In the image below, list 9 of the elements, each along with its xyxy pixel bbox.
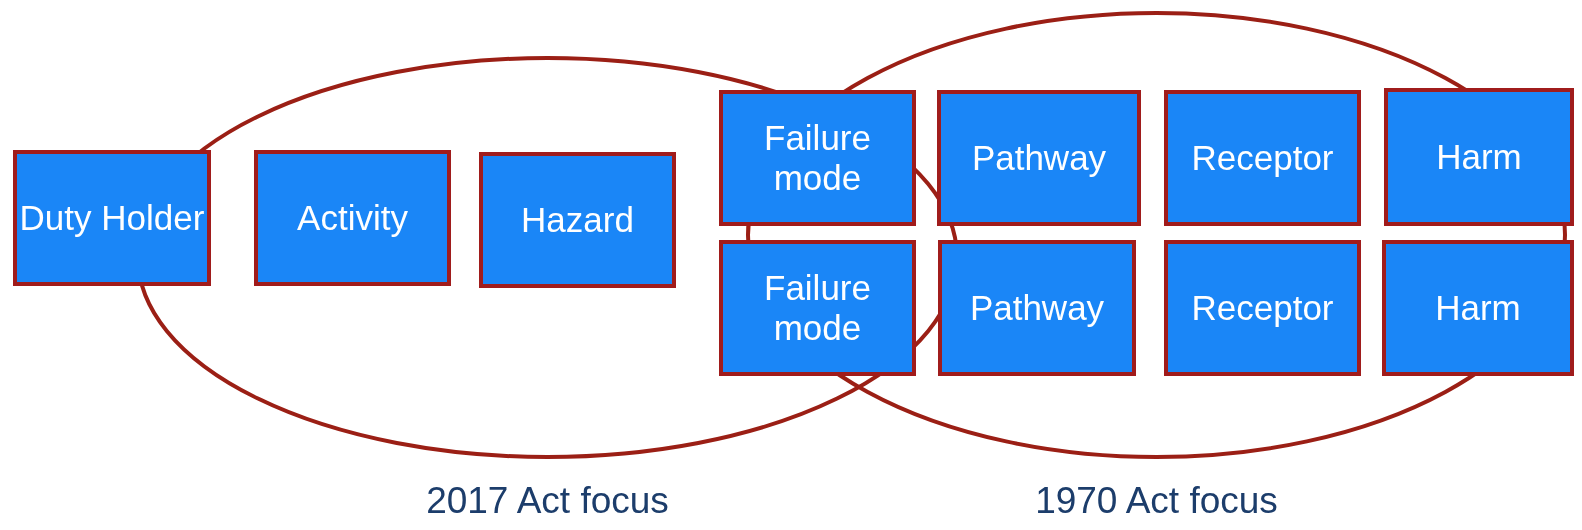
process-box: Activity xyxy=(254,150,451,286)
process-box: Duty Holder xyxy=(13,150,211,286)
process-box: Pathway xyxy=(937,90,1141,226)
process-box: Receptor xyxy=(1164,90,1361,226)
process-box: Pathway xyxy=(938,240,1136,376)
process-box: Hazard xyxy=(479,152,676,288)
group-label: 2017 Act focus xyxy=(425,480,670,522)
process-box: Receptor xyxy=(1164,240,1361,376)
group-label: 1970 Act focus xyxy=(1034,480,1279,522)
